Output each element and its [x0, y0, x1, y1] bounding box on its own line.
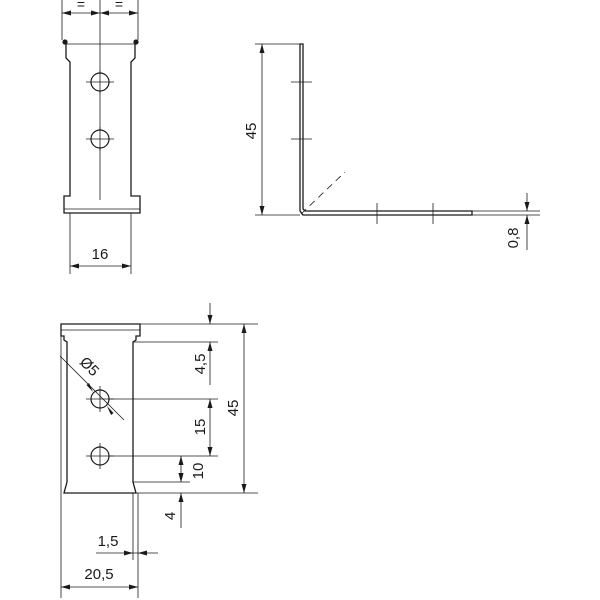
dim-10: 10 [190, 463, 207, 480]
dim-15: 15 [192, 419, 209, 436]
arrow [86, 383, 93, 392]
dim-height-45: 45 [243, 123, 260, 140]
arrow [178, 493, 184, 502]
dim-45: 45 [225, 400, 242, 417]
arrow [259, 206, 265, 215]
arrow [70, 263, 79, 269]
arrow [62, 10, 71, 16]
diameter-leader [59, 355, 125, 421]
arrow [61, 584, 70, 590]
arrow [259, 44, 265, 53]
front-view: = = 16 [61, 0, 141, 274]
dim-thickness-0-8: 0,8 [505, 228, 522, 249]
arrow [241, 484, 247, 493]
arrow [207, 447, 213, 456]
arrow [207, 315, 213, 324]
bottom-view: Ø5 4,5 15 45 10 4 [59, 303, 258, 598]
corner-dot-left [62, 39, 68, 45]
side-view-outline [299, 43, 473, 216]
arrow [178, 473, 184, 482]
arrow [107, 406, 114, 415]
arrow [100, 10, 109, 16]
arrow [122, 263, 131, 269]
side-view: 45 0,8 [243, 43, 540, 250]
arrow [138, 550, 147, 556]
dim-width-16: 16 [92, 246, 109, 263]
arrow [524, 202, 530, 211]
dim-4-5: 4,5 [192, 354, 209, 375]
arrow [207, 399, 213, 408]
equal-sign-left: = [77, 0, 85, 12]
arrow [207, 342, 213, 351]
dim-1-5: 1,5 [98, 533, 119, 550]
arrow [129, 10, 138, 16]
arrow [241, 324, 247, 333]
corner-dot-right [133, 39, 139, 45]
arrow [124, 550, 133, 556]
dim-20-5: 20,5 [84, 566, 113, 583]
arrow [91, 10, 100, 16]
dim-4: 4 [162, 512, 179, 520]
front-view-outline [63, 44, 141, 214]
arrow [129, 584, 138, 590]
arrow [178, 456, 184, 465]
equal-sign-right: = [115, 0, 123, 12]
bend-diagonal [300, 171, 346, 215]
arrow [524, 215, 530, 224]
